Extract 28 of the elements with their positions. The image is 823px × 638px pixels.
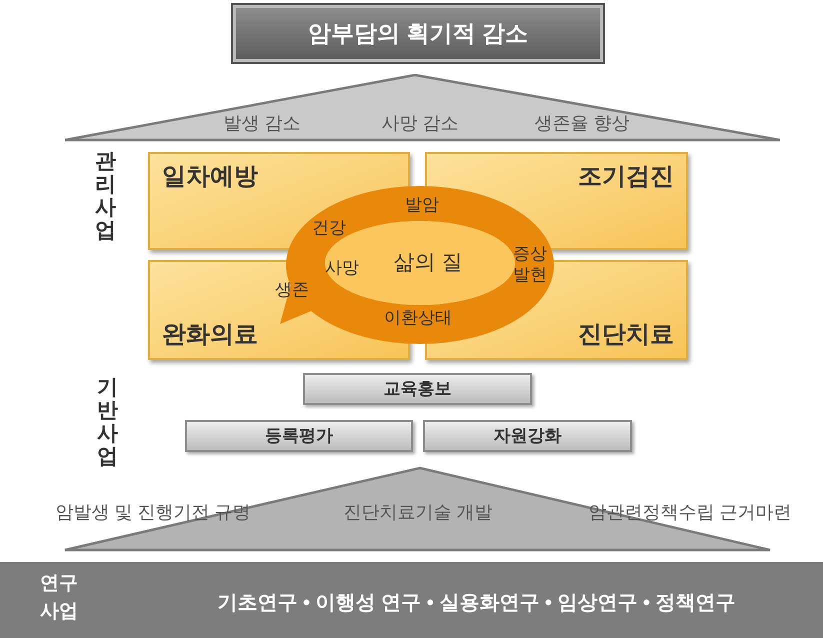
center-label: 삶의 질 xyxy=(394,250,462,276)
cycle-stage-label: 이환상태 xyxy=(382,307,454,329)
cycle-stage-label: 발암 xyxy=(402,194,442,216)
section-label: 기반사업 xyxy=(97,376,118,468)
cycle-stage-label: 증상 발현 xyxy=(510,243,550,285)
foundation-bar xyxy=(303,373,532,405)
bar-label: 자원강화 xyxy=(494,425,562,448)
bar-label: 교육홍보 xyxy=(384,378,452,400)
quadrant-title: 완화의료 xyxy=(162,320,258,350)
quadrant-title: 조기검진 xyxy=(578,162,674,192)
quadrant-title: 진단치료 xyxy=(578,320,674,350)
goal-label: 생존율 향상 xyxy=(534,114,630,132)
title-text: 암부담의 획기적 감소 xyxy=(308,19,528,48)
research-goal-label: 진단치료기술 개발 xyxy=(344,503,492,521)
quadrant-title: 일차예방 xyxy=(162,162,258,192)
goal-label: 발생 감소 xyxy=(224,114,300,132)
cycle-stage-label: 사망 xyxy=(322,257,362,279)
research-band xyxy=(0,562,823,638)
title-box xyxy=(233,5,603,62)
goal-label: 사망 감소 xyxy=(382,114,458,132)
cycle-stage-label: 건강 xyxy=(309,217,349,239)
research-list: 기초연구 • 이행성 연구 • 실용화연구 • 임상연구 • 정책연구 xyxy=(150,588,803,618)
roof-triangle xyxy=(65,74,780,142)
section-label: 관리사업 xyxy=(95,150,116,242)
foundation-bar xyxy=(423,420,632,452)
foundation-bar xyxy=(185,420,413,452)
bar-label: 등록평가 xyxy=(265,425,333,448)
band-heading: 연구 사업 xyxy=(40,572,79,624)
